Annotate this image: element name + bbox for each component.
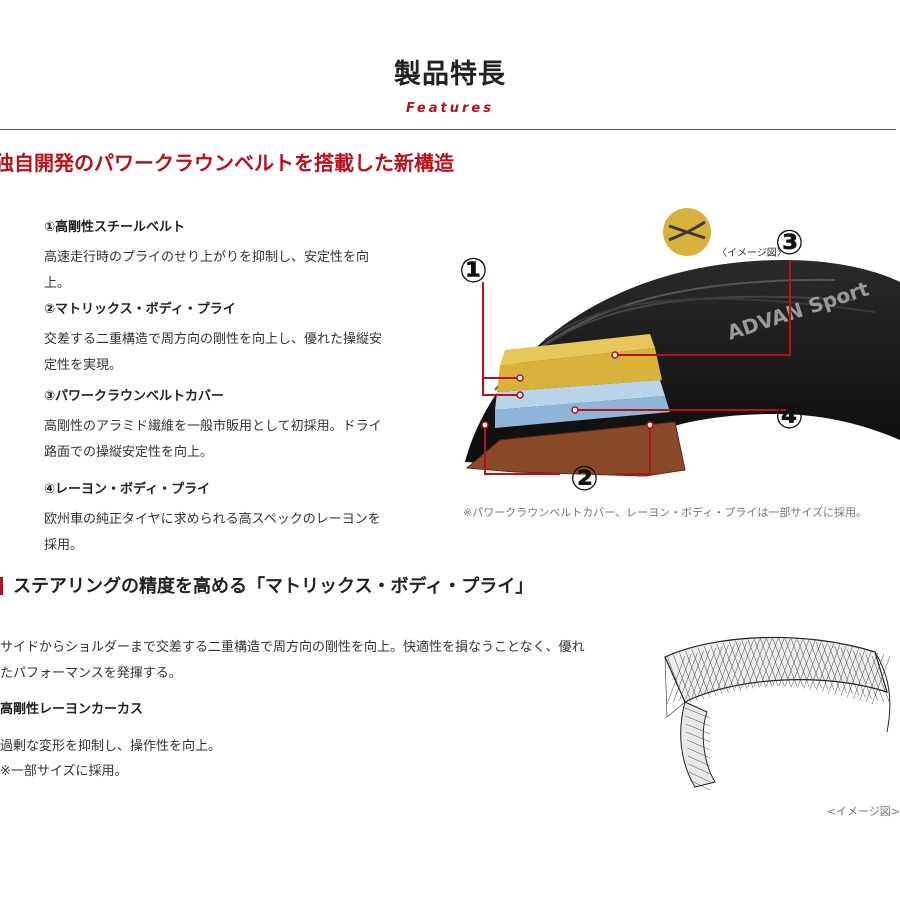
mesh-line [679,652,698,701]
mesh-line [766,637,785,687]
mesh-line [865,654,885,703]
mesh-line [685,715,711,727]
mesh-image-caption: <イメージ図> [826,805,900,818]
section-heading-matrix-ply: ステアリングの精度を高める「マトリックス・ボディ・プライ」 [0,572,533,598]
feature-body-4: 欧州車の純正タイヤに求められる高スペックのレーヨンを採用。 [44,512,381,553]
callout-number-4: ④ [775,397,804,437]
mesh-line [686,731,711,743]
section2-line-2: たパフォーマンスを発揮する。 [0,666,182,681]
section-heading-new-structure: 独自開発のパワークラウンベルトを搭載した新構造 [0,151,454,175]
page-title: 製品特長 [394,59,506,90]
mesh-line [672,654,692,703]
mesh-line [846,649,866,698]
mesh-line [704,646,723,695]
mesh-line [716,643,735,692]
mesh-line [684,707,711,719]
mesh-line [735,640,754,689]
heading-accent-bar [0,577,3,595]
mesh-line [759,638,779,687]
mesh-line [822,643,841,692]
matrix-ply-mesh-image [664,636,891,791]
mesh-line [710,644,729,693]
mesh-line [809,641,829,690]
mesh-line [689,779,711,791]
mesh-line [688,763,711,775]
diagram-badge-label: 〈イメージ図〉 [717,247,787,259]
callout-number-2: ② [570,459,599,499]
feature-body-2: 交差する二重構造で周方向の剛性を向上し、優れた操縦安定性を実現。 [44,332,383,373]
mesh-line [871,655,891,705]
mesh-line [753,638,773,687]
mesh-line [686,739,711,751]
mesh-line [741,639,760,688]
section2-subline-1: 過剰な変形を抑制し、操作性を向上。 [0,739,222,754]
callout-number-3: ③ [775,223,804,263]
diagram-note: ※パワークラウンベルトカバー、レーヨン・ボディ・プライは一部サイズに採用。 [463,506,868,519]
mesh-line [666,655,686,705]
mesh-line [815,642,835,691]
mesh-line [859,652,878,701]
feature-body-1: 高速走行時のプライのせり上がりを抑制し、安定性を向上。 [44,250,370,291]
mesh-line [728,641,748,690]
feature-title-1: ①高剛性スチールベルト [44,220,186,235]
feature-title-3: ③パワークラウンベルトカバー [44,389,225,404]
mesh-line [685,723,711,735]
section2-subline-2: ※一部サイズに採用。 [0,764,128,779]
feature-title-2: ②マトリックス・ボディ・プライ [44,302,236,317]
mesh-line [687,755,711,767]
feature-title-4: ④レーヨン・ボディ・プライ [44,482,211,497]
feature-body-3: 高剛性のアラミド繊維を一般市販用として初採用。ドライ路面での操縦安定性を向上。 [44,419,382,460]
mesh-line [747,638,766,688]
mesh-line [828,644,847,693]
section2-subheading: 高剛性レーヨンカーカス [0,702,144,717]
mesh-line [834,646,853,695]
mesh-line [722,642,742,691]
mesh-line [685,650,704,700]
page-subtitle: Features [406,101,494,116]
header-divider [0,129,896,130]
mesh-line [697,647,717,696]
mesh-line [803,640,822,689]
tire-cutaway-diagram: ADVAN Sport 〈イメージ図〉 ① ② ③ ④ [459,208,900,499]
section-heading-matrix-ply-text: ステアリングの精度を高める「マトリックス・ボディ・プライ」 [13,576,534,597]
mesh-line [840,647,860,696]
mesh-line [691,649,711,698]
mesh-line [687,747,711,759]
mesh-line [853,650,872,700]
callout-number-1: ① [459,251,488,291]
mesh-line [688,771,711,783]
section2-line-1: サイドからショルダーまで交差する二重構造で周方向の剛性を向上。快適性を損なうこと… [0,640,585,655]
